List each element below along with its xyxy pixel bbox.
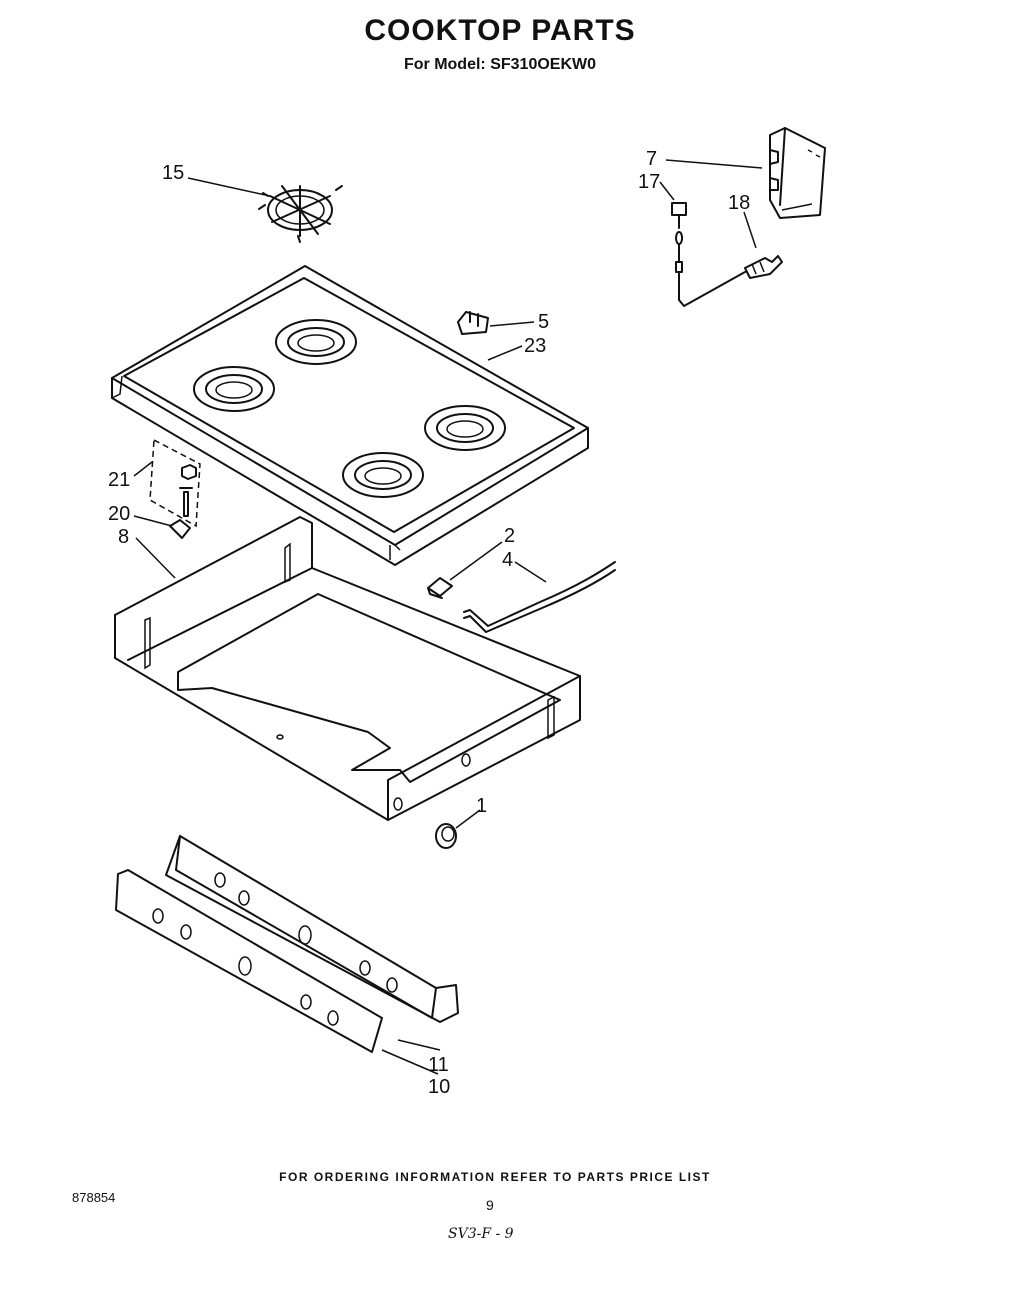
callout-8: 8 <box>118 526 129 548</box>
plug-connector-part <box>744 255 783 279</box>
callout-7: 7 <box>646 148 657 170</box>
mounting-hardware-part <box>149 438 201 539</box>
callout-15: 15 <box>162 162 184 184</box>
callout-17: 17 <box>638 171 660 193</box>
knob-part <box>435 823 457 849</box>
callout-10: 10 <box>428 1076 450 1098</box>
page-title: COOKTOP PARTS <box>364 14 636 47</box>
callout-18: 18 <box>728 192 750 214</box>
clip-part <box>457 311 489 335</box>
handwritten-note: SV3-F - 9 <box>448 1226 514 1242</box>
control-panel-part <box>165 835 459 1023</box>
callout-11: 11 <box>428 1054 449 1076</box>
page-number: 9 <box>486 1197 494 1213</box>
callout-2: 2 <box>504 525 515 547</box>
callout-20: 20 <box>108 503 130 525</box>
terminal-wire-part <box>671 202 746 307</box>
exploded-parts-diagram: 15 7 17 18 5 23 21 20 8 2 4 1 11 10 <box>108 127 826 1098</box>
callout-23: 23 <box>524 335 546 357</box>
panel-trim-part <box>115 869 383 1053</box>
gas-tube-part <box>463 561 616 633</box>
cooktop-part <box>111 265 589 566</box>
model-subtitle: For Model: SF310OEKW0 <box>403 56 597 73</box>
callout-4: 4 <box>502 549 513 571</box>
junction-box-part <box>769 127 826 219</box>
leader-lines <box>133 159 763 1075</box>
callout-5: 5 <box>538 311 549 333</box>
orifice-part <box>427 577 453 599</box>
callout-1: 1 <box>476 795 487 817</box>
burner-box-part <box>114 516 581 821</box>
burner-grate-part <box>258 185 343 243</box>
callout-21: 21 <box>108 469 130 491</box>
ordering-note: FOR ORDERING INFORMATION REFER TO PARTS … <box>279 1170 711 1184</box>
document-number: 878854 <box>72 1190 116 1205</box>
